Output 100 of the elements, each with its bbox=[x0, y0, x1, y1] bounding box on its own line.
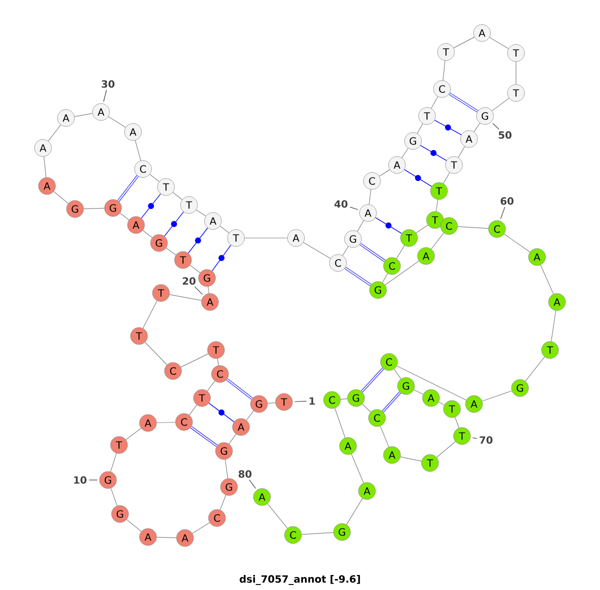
position-number: 10 bbox=[74, 476, 86, 484]
base-pair-line bbox=[117, 175, 139, 202]
position-number: 30 bbox=[102, 80, 114, 88]
backbone-line bbox=[192, 522, 210, 534]
backbone-line bbox=[342, 246, 349, 256]
backbone-line bbox=[156, 422, 176, 424]
base-pair-line bbox=[448, 92, 478, 112]
backbone-line bbox=[334, 408, 346, 438]
base-pair-line bbox=[434, 120, 462, 136]
leader-line bbox=[194, 286, 203, 295]
backbone-line bbox=[142, 230, 152, 238]
backbone-line bbox=[368, 189, 372, 205]
backbone-line bbox=[416, 224, 428, 234]
backbone-line bbox=[416, 123, 424, 134]
backbone-line bbox=[504, 234, 530, 252]
backbone-line bbox=[150, 174, 160, 182]
backbone-line bbox=[400, 456, 422, 462]
base-pair-line bbox=[164, 211, 184, 237]
backbone-line bbox=[382, 273, 388, 283]
backbone-line bbox=[379, 169, 390, 177]
caption: dsi_7057_annot [-9.6] bbox=[240, 575, 360, 585]
backbone-line bbox=[134, 140, 142, 161]
backbone-line bbox=[525, 356, 545, 382]
position-number: 20 bbox=[182, 277, 196, 285]
backbone-line bbox=[44, 156, 46, 178]
backbone-line bbox=[402, 148, 408, 158]
backbone-line bbox=[206, 380, 216, 392]
backbone-line bbox=[474, 122, 480, 132]
backbone-line bbox=[346, 498, 363, 525]
position-number: 80 bbox=[238, 470, 252, 478]
backbone-line bbox=[142, 300, 158, 329]
backbone-line bbox=[220, 226, 230, 234]
backbone-line bbox=[443, 172, 450, 184]
base-pair-line bbox=[420, 145, 447, 161]
base-pair-line bbox=[190, 426, 218, 447]
base-pair-line bbox=[361, 368, 384, 392]
backbone-line bbox=[208, 286, 210, 294]
base-pair-line bbox=[226, 378, 253, 400]
backbone-line bbox=[188, 404, 198, 416]
backbone-line bbox=[53, 191, 69, 204]
backbone-line bbox=[396, 245, 405, 259]
backbone-line bbox=[267, 503, 288, 529]
backbone-line bbox=[126, 519, 142, 532]
backbone-line bbox=[110, 453, 117, 472]
backbone-line bbox=[394, 368, 402, 380]
position-number: 1 bbox=[310, 397, 315, 405]
backbone-line bbox=[180, 354, 208, 368]
backbone-line bbox=[351, 454, 364, 484]
backbone-line bbox=[442, 60, 446, 81]
backbone-line bbox=[224, 459, 228, 479]
leader-line bbox=[472, 437, 478, 439]
backbone-line bbox=[217, 358, 219, 366]
backbone-line bbox=[172, 192, 182, 200]
backbone-line bbox=[246, 410, 254, 420]
backbone-line bbox=[196, 210, 206, 216]
backbone-line bbox=[144, 342, 168, 366]
leader-line bbox=[294, 400, 307, 402]
backbone-line bbox=[550, 310, 556, 342]
backbone-line bbox=[436, 199, 438, 212]
backbone-line bbox=[458, 146, 465, 158]
leader-line bbox=[248, 479, 256, 489]
base-pair-line bbox=[404, 169, 432, 187]
base-pair-line bbox=[375, 217, 402, 234]
backbone-line bbox=[438, 402, 445, 406]
position-number: 60 bbox=[500, 197, 514, 205]
leader-line bbox=[500, 206, 506, 220]
backbone-line bbox=[457, 226, 489, 229]
backbone-line bbox=[384, 260, 420, 286]
backbone-line bbox=[362, 404, 371, 412]
backbone-line bbox=[190, 264, 200, 274]
backbone-line bbox=[83, 208, 105, 210]
backbone-line bbox=[482, 390, 512, 402]
backbone-line bbox=[492, 98, 510, 112]
leader-line bbox=[103, 90, 107, 102]
backbone-line bbox=[120, 212, 130, 220]
backbone-line bbox=[110, 488, 118, 506]
backbone-line bbox=[108, 116, 126, 128]
backbone-line bbox=[126, 428, 142, 440]
backbone-line bbox=[166, 248, 176, 256]
backbone-line bbox=[380, 426, 390, 448]
backbone-line bbox=[340, 398, 348, 400]
position-number: 40 bbox=[334, 200, 348, 208]
position-number: 50 bbox=[498, 131, 512, 139]
base-pair-line bbox=[382, 392, 402, 412]
leader-line bbox=[350, 206, 358, 210]
base-pair-line bbox=[212, 244, 232, 272]
base-pair-line bbox=[141, 193, 161, 219]
backbone-line bbox=[489, 37, 509, 49]
base-pair-line bbox=[359, 242, 386, 262]
backbone-line bbox=[267, 402, 276, 404]
backbone-line bbox=[169, 294, 202, 301]
backbone-line bbox=[220, 494, 226, 510]
backbone-line bbox=[540, 264, 554, 294]
base-pair-line bbox=[208, 402, 234, 422]
backbone-line bbox=[430, 96, 438, 109]
backbone-line bbox=[357, 220, 364, 232]
leader-line bbox=[492, 123, 500, 130]
base-pair-line bbox=[188, 228, 208, 254]
backbone-line bbox=[301, 532, 334, 535]
backbone-line bbox=[48, 124, 61, 142]
